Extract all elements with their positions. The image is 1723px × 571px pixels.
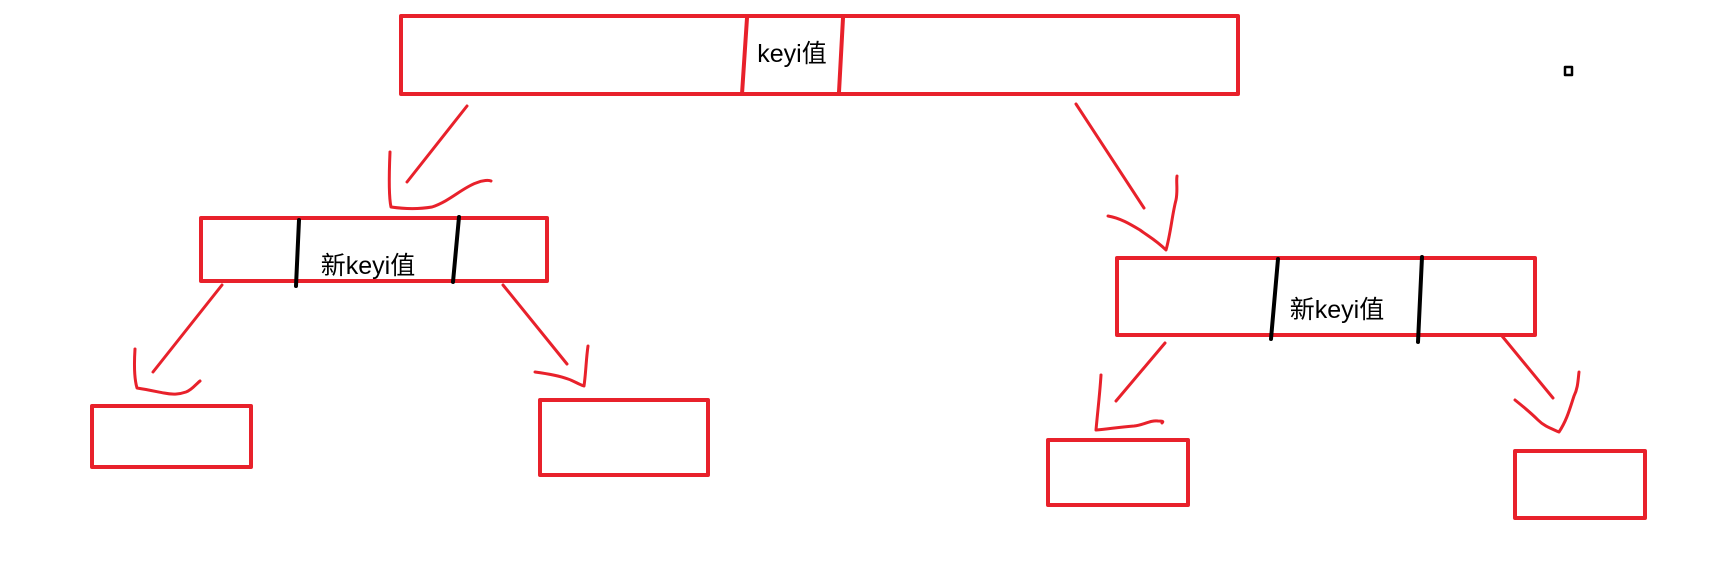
right-child-node-label: 新keyi值 [1290, 296, 1384, 324]
root-node-right-divider [837, 16, 845, 94]
right-child-node-right-divider [1416, 255, 1424, 344]
arrow-root-to-left-child [387, 104, 493, 210]
root-node-label: keyi值 [757, 40, 826, 68]
right-child-node: 新keyi值 [1115, 255, 1537, 344]
arrow-left-child-to-leaf-2 [501, 283, 590, 388]
arrow-right-child-to-leaf-4 [1500, 334, 1581, 434]
leaf-box-2 [538, 398, 710, 477]
left-child-node-left-divider [294, 218, 301, 288]
arrow-root-to-right-child [1074, 102, 1179, 252]
root-node-left-divider [740, 16, 749, 96]
root-node-box [399, 14, 1240, 96]
root-node: keyi值 [399, 14, 1240, 96]
leaf-box-4 [1513, 449, 1647, 520]
leaf-box-1 [90, 404, 253, 469]
left-child-node: 新keyi值 [199, 215, 549, 288]
arrow-left-child-to-leaf-1 [132, 283, 224, 396]
arrow-right-child-to-leaf-3 [1094, 341, 1167, 432]
left-child-node-label: 新keyi值 [321, 252, 415, 280]
right-child-node-box [1115, 256, 1537, 337]
left-child-node-box [199, 216, 549, 283]
right-child-node-left-divider [1269, 257, 1280, 341]
leaf-box-3 [1046, 438, 1190, 507]
left-child-node-right-divider [451, 215, 461, 284]
stray-mark [1563, 65, 1574, 77]
